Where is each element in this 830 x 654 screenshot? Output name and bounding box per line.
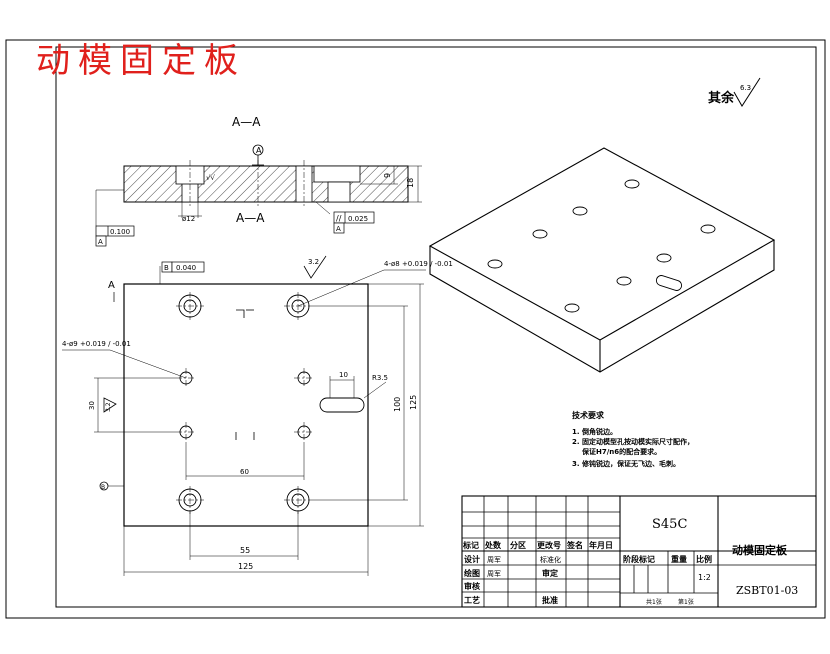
plan-datum-b: B — [101, 484, 105, 491]
dim-100: 100 — [393, 397, 402, 412]
dim-60: 60 — [240, 468, 249, 476]
fcf-perp — [171, 261, 205, 273]
dim-pocket-depth: 9 — [383, 173, 392, 178]
dim-thickness: 18 — [406, 178, 415, 188]
fcf-parallel-datum: A — [336, 225, 341, 233]
row-draw: 绘图 — [464, 568, 480, 578]
tech-item-1: 1. 倒角锐边。 — [572, 427, 617, 436]
callout-top: 4-ø8 +0.019 / -0.01 — [384, 260, 453, 268]
section-label-top: A—A — [232, 115, 261, 129]
row-approve: 审定 — [542, 568, 558, 578]
fcf-flat-datum: A — [98, 238, 103, 246]
row-ratify: 批准 — [542, 595, 558, 605]
hdr-date: 年月日 — [589, 540, 613, 550]
tech-item-2: 2. 固定动模型孔按动模实际尺寸配作， — [572, 437, 694, 446]
isometric-view — [428, 147, 776, 373]
material: S45C — [652, 517, 687, 532]
dim-cbore: √√ — [206, 174, 215, 182]
dim-slot-width: 10 — [339, 371, 348, 379]
hdr-mark: 标记 — [462, 540, 479, 550]
dim-slot-radius: R3.5 — [372, 374, 388, 382]
roughness-icon — [733, 77, 761, 107]
plate-outline — [123, 283, 369, 527]
fcf-perp-value: 0.040 — [176, 264, 196, 272]
row-design-name: 周军 — [487, 556, 501, 564]
title-block — [461, 495, 817, 608]
sheet-number: 第1张 — [678, 598, 694, 606]
tech-item-4: 3. 修钝锐边，保证无飞边、毛刺。 — [572, 459, 680, 468]
row-standard: 标准化 — [540, 555, 561, 564]
title-block-text: S45C 动模固定板 ZSBT01-03 标记 处数 分区 更改号 签名 年月日… — [462, 517, 798, 606]
dim-55: 55 — [240, 546, 250, 555]
fcf-parallel-value: 0.025 — [348, 215, 368, 223]
drawing-title: 动模固定板 — [36, 41, 246, 81]
hdr-count: 处数 — [484, 540, 502, 550]
fcf-flat — [95, 225, 135, 237]
tech-item-3: 保证H7/n6的配合要求。 — [581, 447, 661, 456]
plan-view: B 0.040 A 3.2 — [62, 255, 453, 576]
plan-datum-a: A — [108, 280, 115, 291]
section-view: A—A A 18 9 ø12 √√ A—A — [95, 115, 422, 247]
dim-125-right: 125 — [409, 395, 418, 410]
hdr-sign: 签名 — [566, 540, 583, 550]
outer-frame — [5, 39, 826, 619]
finish-note: 其余 6.3 — [708, 77, 761, 107]
dim-hole: ø12 — [182, 215, 195, 223]
dim-left: 30 — [88, 401, 96, 410]
inner-frame — [55, 46, 817, 608]
fcf-flat-value: 0.100 — [110, 228, 130, 236]
dim-125-bottom: 125 — [238, 562, 253, 571]
weight-label: 重量 — [671, 554, 687, 564]
roughness-left: 3.2 — [105, 402, 112, 412]
roughness-top: 3.2 — [308, 258, 319, 266]
part-name: 动模固定板 — [732, 543, 788, 557]
stage-label: 阶段标记 — [623, 554, 655, 564]
hole-pattern — [178, 294, 311, 512]
fcf-parallel — [333, 211, 375, 224]
slot — [319, 397, 365, 413]
fcf-perp-datum: B — [164, 264, 169, 272]
row-check: 审核 — [464, 581, 480, 591]
row-design: 设计 — [464, 554, 480, 564]
section-datum-a: A — [256, 146, 262, 155]
scale-label: 比例 — [696, 554, 712, 564]
tech-requirements: 技术要求 1. 倒角锐边。 2. 固定动模型孔按动模实际尺寸配作， 保证H7/n… — [572, 410, 694, 468]
row-draw-name: 周军 — [487, 570, 501, 578]
row-process: 工艺 — [464, 595, 480, 605]
finish-note-roughness: 6.3 — [740, 84, 751, 92]
roughness-left-icon — [103, 397, 117, 413]
callout-left: 4-ø9 +0.019 / -0.01 — [62, 340, 131, 348]
roughness-top-icon — [303, 255, 327, 279]
scale-value: 1:2 — [698, 573, 711, 582]
drawing-number: ZSBT01-03 — [736, 584, 798, 597]
finish-note-label: 其余 — [708, 90, 735, 106]
tech-heading: 技术要求 — [572, 410, 605, 420]
fcf-parallel-symbol: // — [336, 214, 342, 223]
section-label-bottom: A—A — [236, 211, 265, 225]
hdr-zone: 分区 — [510, 540, 526, 550]
hdr-change: 更改号 — [537, 540, 561, 550]
sheets-total: 共1张 — [646, 598, 662, 606]
